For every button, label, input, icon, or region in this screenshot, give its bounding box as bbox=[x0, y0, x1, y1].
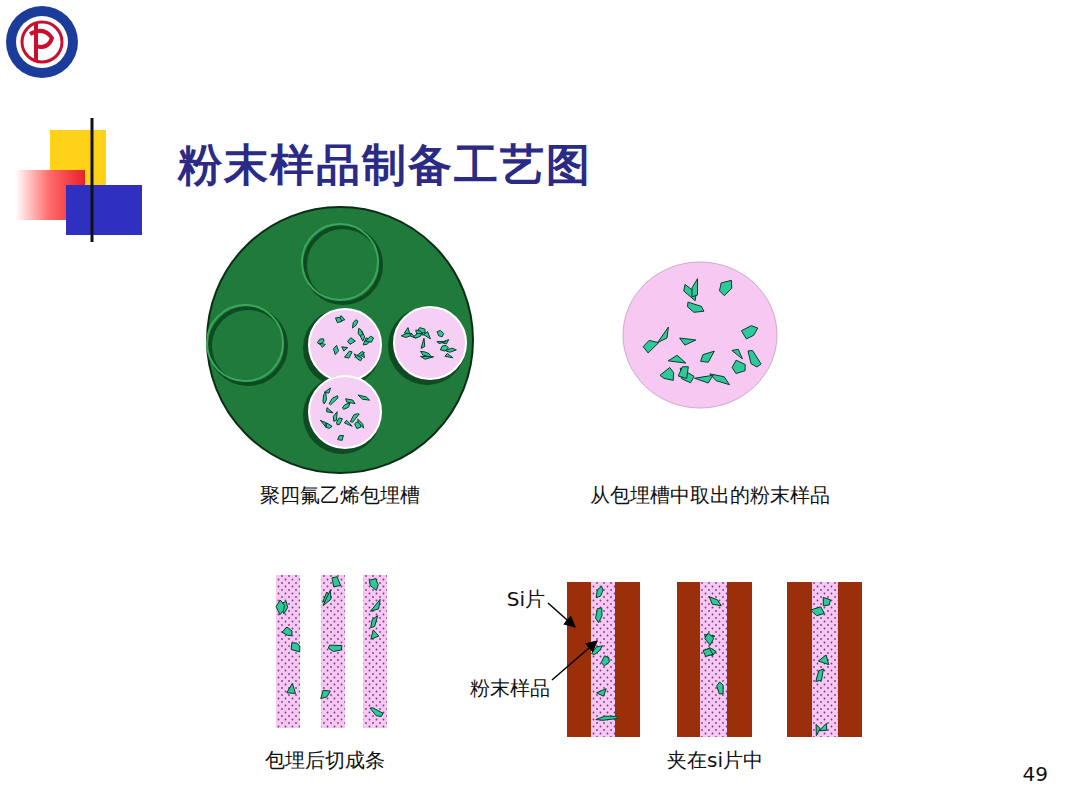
si-sandwich bbox=[567, 582, 862, 737]
title-decoration bbox=[15, 118, 1010, 242]
powder-disc bbox=[623, 262, 777, 408]
ptfe-tray bbox=[207, 207, 473, 473]
caption: 包埋后切成条 bbox=[265, 747, 385, 774]
slide-title: 粉末样品制备工艺图 bbox=[178, 136, 592, 195]
caption: 聚四氟乙烯包埋槽 bbox=[260, 482, 420, 509]
part-name: 粉末样品 bbox=[470, 675, 550, 702]
part-name: Si片 bbox=[507, 586, 545, 613]
logo bbox=[6, 6, 78, 78]
leader-arrows bbox=[548, 603, 597, 680]
caption: 夹在si片中 bbox=[667, 747, 763, 774]
page-number: 49 bbox=[1023, 762, 1048, 786]
caption: 从包埋槽中取出的粉末样品 bbox=[590, 482, 830, 509]
cut-strips bbox=[276, 575, 387, 728]
